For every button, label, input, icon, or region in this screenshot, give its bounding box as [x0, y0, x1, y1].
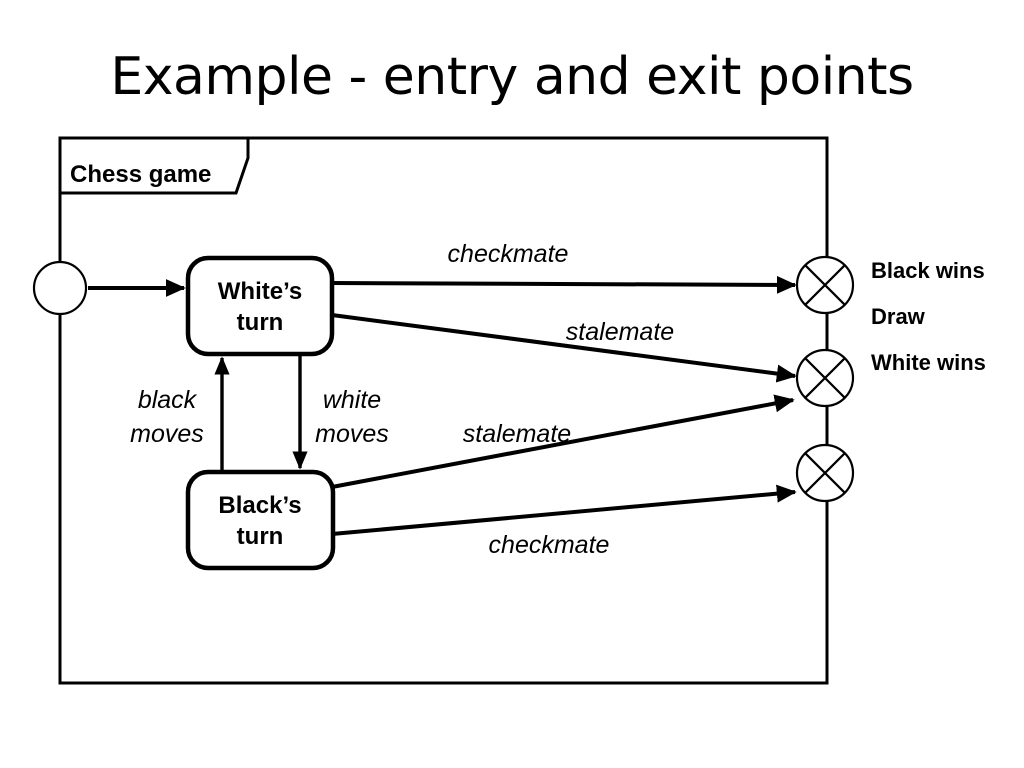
frame-name-label: Chess game: [70, 161, 211, 188]
frame-border: [58, 136, 829, 685]
transition-label-white-moves-line1: white: [323, 386, 381, 414]
page-title: Example - entry and exit points: [110, 47, 914, 107]
exit-point-draw[interactable]: [795, 348, 855, 408]
transition-black-stalemate: [331, 394, 795, 489]
state-box[interactable]: [185, 255, 335, 357]
entry-point-circle[interactable]: [32, 260, 88, 316]
transition-label-black-moves-line2: moves: [130, 420, 204, 448]
state-machine-frame: Chess game: [58, 136, 829, 685]
state-white-turn[interactable]: White’s turn: [185, 255, 335, 357]
state-label-line1: White’s: [218, 278, 302, 305]
transition-label-white-stalemate: stalemate: [566, 318, 674, 346]
entry-point-start[interactable]: [32, 260, 88, 316]
transition-label-white-moves-line2: moves: [315, 420, 389, 448]
exit-label-black-wins: Black wins: [871, 258, 985, 283]
transition-white-stalemate: [331, 313, 797, 383]
state-label-line2: turn: [237, 309, 284, 336]
transition-label-black-checkmate: checkmate: [489, 531, 610, 559]
transition-black-checkmate: [331, 484, 797, 536]
transition-label-white-checkmate: checkmate: [448, 240, 569, 268]
exit-cross-icon: [804, 357, 846, 399]
exit-point-white-wins[interactable]: [795, 443, 855, 503]
transition-label-black-stalemate: stalemate: [463, 420, 571, 448]
state-black-turn[interactable]: Black’s turn: [185, 469, 336, 571]
exit-cross-icon: [804, 264, 846, 306]
transition-label-black-moves-line1: black: [138, 386, 198, 414]
exit-label-draw: Draw: [871, 304, 926, 329]
state-label-line2: turn: [237, 523, 284, 550]
frame-name-tab: [60, 136, 250, 195]
state-box[interactable]: [185, 469, 336, 571]
exit-cross-icon: [804, 452, 846, 494]
exit-label-white-wins: White wins: [871, 350, 986, 375]
exit-point-black-wins[interactable]: [795, 255, 855, 315]
state-label-line1: Black’s: [218, 492, 301, 519]
transition-white-checkmate: [331, 275, 797, 294]
